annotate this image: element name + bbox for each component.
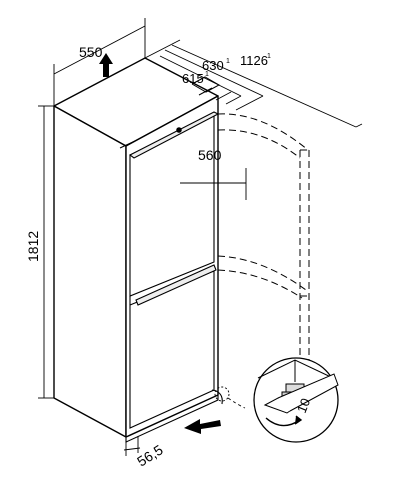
depth-615-note: 1: [205, 71, 209, 78]
depth-dimensions: [144, 39, 363, 128]
height-label: 1812: [25, 231, 41, 262]
foot-offset-label: 56,5: [134, 441, 166, 469]
fridge-body: [53, 57, 219, 438]
open-door-outline: [217, 113, 310, 376]
depth-630-note: 1: [226, 58, 230, 65]
height-dimension: [38, 105, 54, 399]
wrench-size-label: 10: [294, 396, 313, 415]
foot-adjust-detail: [253, 357, 339, 443]
plinth: [125, 389, 223, 443]
door-open-depth-note: 1: [267, 53, 271, 60]
upper-door: [119, 111, 220, 297]
up-arrow-icon: [99, 53, 113, 77]
depth-630-label: 630: [202, 58, 224, 73]
door-open-depth-label: 1126: [240, 53, 268, 68]
detail-leader: [214, 386, 246, 409]
width-dimension: [53, 18, 146, 106]
foot-offset-dimension: [123, 436, 141, 456]
door-width-dimension: [180, 168, 247, 200]
width-label: 550: [79, 44, 103, 60]
rotate-arrow-icon: [265, 415, 303, 427]
push-arrow-icon: [184, 419, 221, 434]
depth-615-label: 615: [182, 71, 204, 86]
door-width-label: 560: [198, 147, 222, 163]
